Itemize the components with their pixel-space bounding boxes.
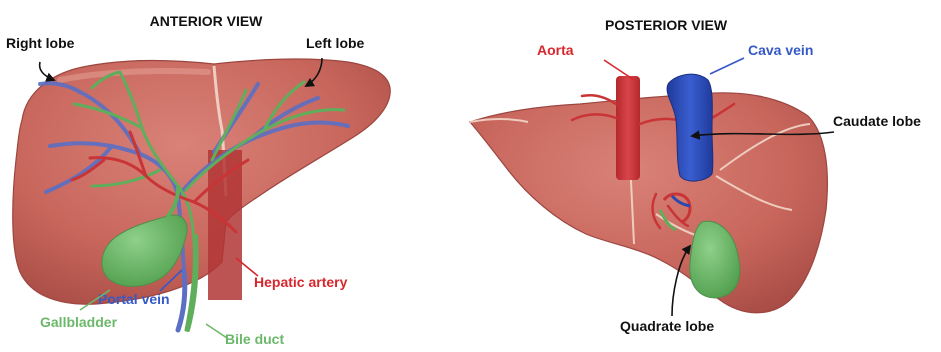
label-right-lobe: Right lobe [6, 35, 75, 51]
label-gallbladder: Gallbladder [40, 314, 118, 330]
anterior-view: ANTERIOR VIEW Right lobe Left lobe Porta… [6, 13, 390, 347]
posterior-title: POSTERIOR VIEW [605, 17, 728, 33]
label-cava-vein: Cava vein [748, 42, 813, 58]
label-left-lobe: Left lobe [306, 35, 365, 51]
cava-vein-leader [710, 58, 744, 74]
bile-duct-leader [206, 324, 227, 338]
anterior-title: ANTERIOR VIEW [150, 13, 264, 29]
label-caudate-lobe: Caudate lobe [833, 113, 921, 129]
aorta [616, 76, 640, 180]
posterior-liver-shape [470, 93, 827, 313]
label-bile-duct: Bile duct [225, 331, 284, 347]
label-quadrate-lobe: Quadrate lobe [620, 318, 714, 334]
label-aorta: Aorta [537, 42, 574, 58]
anterior-ivc [208, 150, 242, 300]
right-lobe-arrow [40, 62, 54, 80]
label-hepatic-artery: Hepatic artery [254, 274, 348, 290]
posterior-view: POSTERIOR VIEW Aorta Cava vein Caudate l… [470, 17, 921, 334]
label-portal-vein: Portal vein [98, 291, 170, 307]
